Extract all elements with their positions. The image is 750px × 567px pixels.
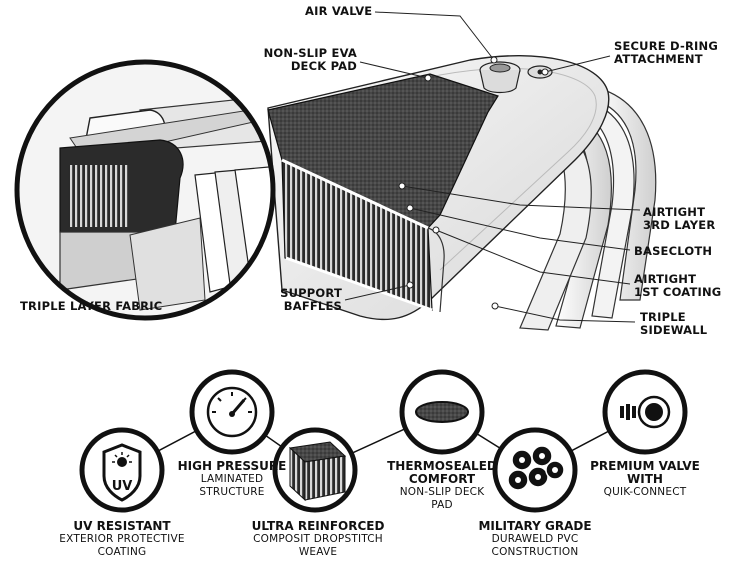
- board-cutaway: [267, 55, 657, 331]
- air-valve: [479, 61, 521, 94]
- dropstitch-icon: [272, 427, 358, 513]
- callout-lines: [344, 11, 641, 323]
- feature-military-grade: MILITARY GRADE DURAWELD PVC CONSTRUCTION: [478, 519, 592, 559]
- valve-icon: [602, 369, 688, 455]
- feature-thermosealed: THERMOSEALED COMFORT NON-SLIP DECK PAD: [387, 459, 497, 512]
- feature-uv-resistant: UV RESISTANT EXTERIOR PROTECTIVE COATING: [59, 519, 185, 559]
- deck-pad-icon: [399, 369, 485, 455]
- label-triple-layer-fabric: TRIPLE LAYER FABRIC: [20, 299, 163, 313]
- feature-ultra-reinforced: ULTRA REINFORCED COMPOSIT DROPSTITCH WEA…: [251, 519, 385, 559]
- pressure-gauge-icon: [189, 369, 275, 455]
- uv-shield-icon: UV: [79, 427, 165, 513]
- feature-high-pressure: HIGH PRESSURE LAMINATED STRUCTURE: [177, 459, 287, 499]
- label-basecloth: BASECLOTH: [634, 244, 713, 258]
- uv-badge-text: UV: [112, 479, 133, 494]
- fabric-magnifier: [14, 59, 276, 321]
- callout-dots: [398, 56, 549, 310]
- pvc-rolls-icon: [492, 427, 578, 513]
- label-air-valve: AIR VALVE: [305, 4, 373, 18]
- feature-premium-valve: PREMIUM VALVE WITH QUIK-CONNECT: [590, 459, 700, 499]
